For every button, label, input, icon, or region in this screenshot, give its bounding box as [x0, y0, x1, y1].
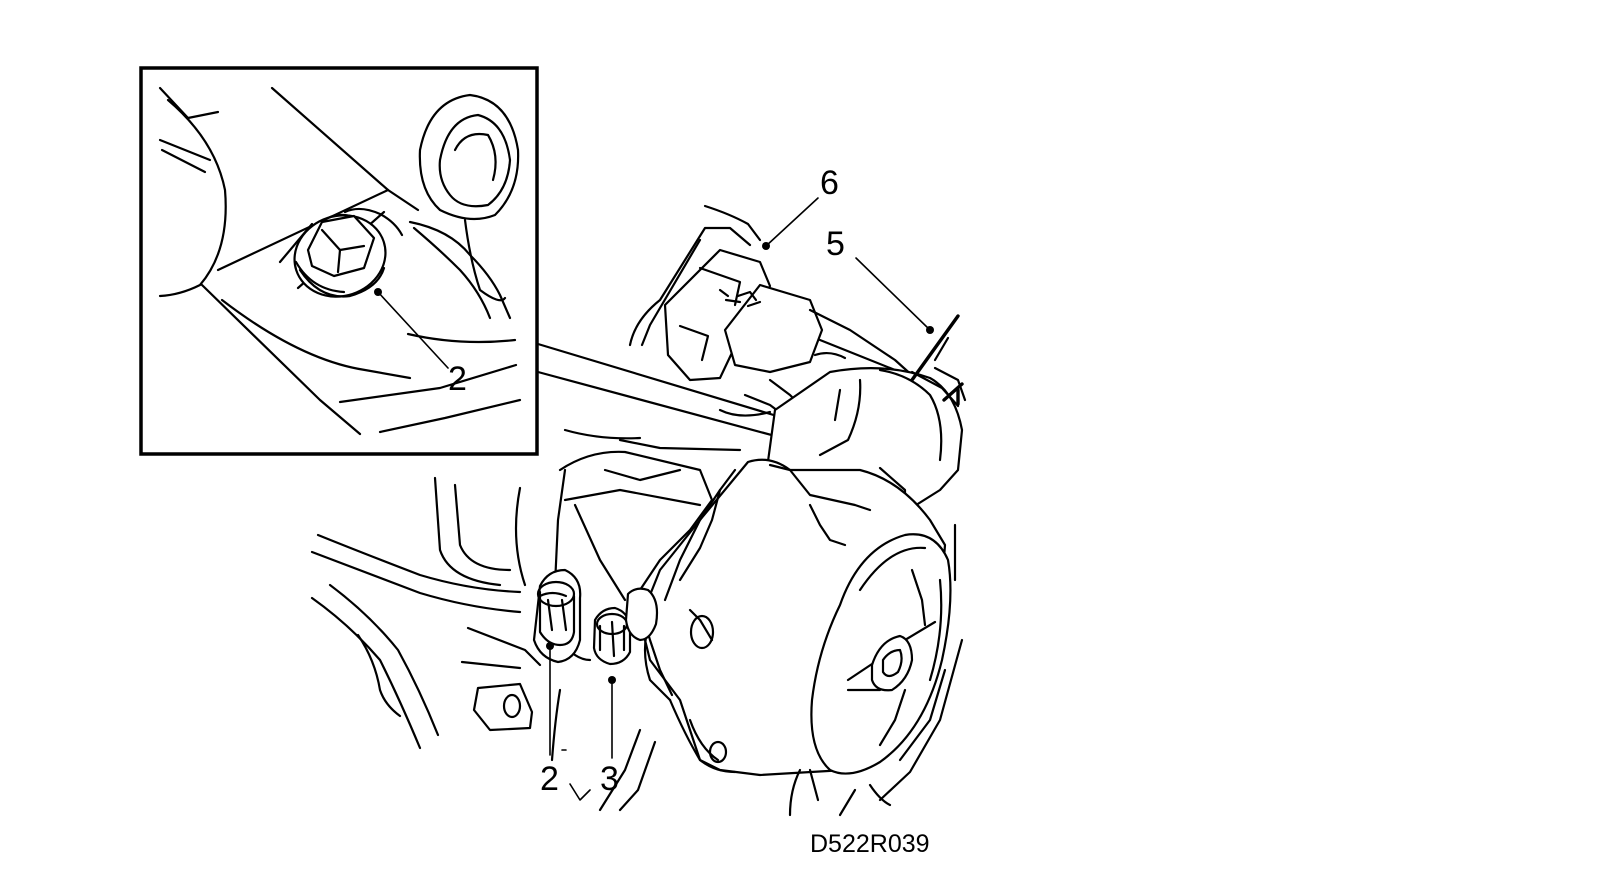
callout-2-inset: 2 [448, 360, 467, 398]
inset-detail [139, 66, 539, 456]
lower-mounting-nut [532, 568, 582, 664]
leader-dot-3 [608, 676, 616, 684]
wiring-harness [910, 314, 964, 402]
inset-hex-nut [293, 213, 387, 298]
leader-line-5 [855, 257, 931, 331]
alternator-body [598, 366, 967, 817]
callout-6: 6 [820, 164, 839, 202]
figure-reference-code: D522R039 [810, 830, 930, 858]
leader-dot-5 [926, 326, 934, 334]
callout-5: 5 [826, 225, 845, 263]
leader-dot-6 [762, 242, 770, 250]
engine-bracket [310, 476, 562, 762]
callout-3: 3 [600, 760, 619, 798]
leader-line-2-inset [377, 291, 449, 369]
connector-housing [628, 204, 917, 422]
leader-tick [561, 749, 591, 801]
main-illustration [310, 197, 967, 817]
leader-dot-2-lower [546, 642, 554, 650]
leader-line-6 [765, 197, 819, 247]
inset-leader-line [536, 370, 792, 442]
lower-mounting-bolt [592, 587, 659, 666]
callout-2-lower: 2 [540, 760, 559, 798]
leader-dot-2-inset [374, 288, 382, 296]
